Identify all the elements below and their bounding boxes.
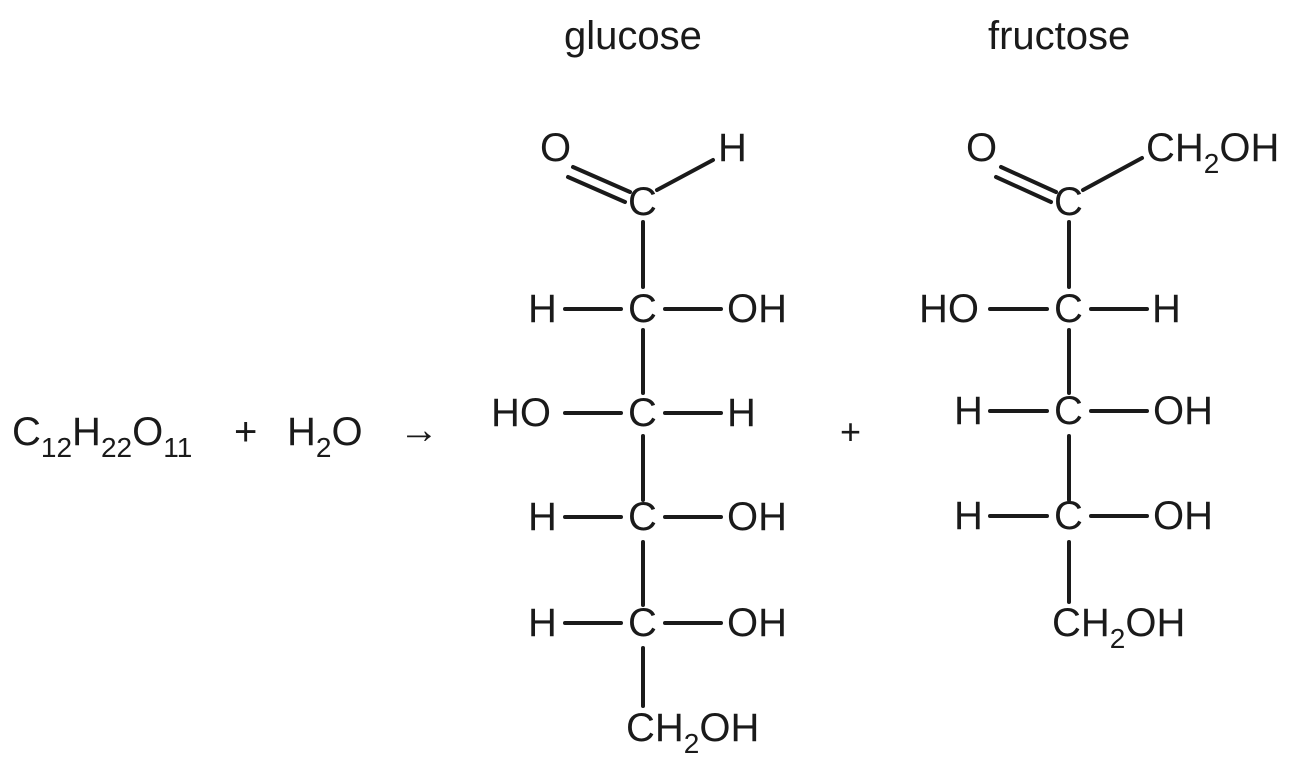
glucose-c1-carbon: C bbox=[628, 180, 657, 224]
fructose-c4-right: OH bbox=[1153, 389, 1213, 433]
fructose-c5-left: H bbox=[954, 494, 983, 538]
fructose-c5-right: OH bbox=[1153, 494, 1213, 538]
plus-sign-products: + bbox=[840, 411, 862, 452]
fructose-title: fructose bbox=[988, 14, 1131, 58]
glucose-c2-right: OH bbox=[727, 287, 787, 331]
fructose-co-double-bond-b bbox=[994, 175, 1053, 204]
glucose-c3-right: H bbox=[727, 391, 756, 435]
fructose-c4-carbon: C bbox=[1054, 389, 1083, 433]
glucose-c4-carbon: C bbox=[628, 495, 657, 539]
glucose-co-double-bond-a bbox=[571, 165, 632, 194]
fructose-c2-carbon: C bbox=[1054, 180, 1083, 224]
reaction-arrow: → bbox=[399, 408, 439, 452]
glucose-ch-bond bbox=[655, 158, 715, 192]
water-formula: H2O bbox=[287, 410, 363, 463]
fructose-c-ch2oh-bond bbox=[1081, 156, 1144, 192]
glucose-c2-carbon: C bbox=[628, 287, 657, 331]
glucose-c3-carbon: C bbox=[628, 391, 657, 435]
fructose-c1-ch2oh: CH2OH bbox=[1146, 126, 1280, 179]
glucose-c3-left: HO bbox=[491, 391, 551, 435]
glucose-carbonyl-oxygen: O bbox=[540, 126, 572, 170]
fructose-c4-left: H bbox=[954, 389, 983, 433]
glucose-c2-left: H bbox=[528, 287, 557, 331]
glucose-c5-left: H bbox=[528, 601, 557, 645]
glucose-c5-carbon: C bbox=[628, 601, 657, 645]
glucose-co-double-bond-b bbox=[566, 175, 627, 204]
fructose-c3-carbon: C bbox=[1054, 287, 1083, 331]
glucose-ch2oh: CH2OH bbox=[626, 706, 760, 759]
fructose-co-double-bond-a bbox=[999, 165, 1058, 194]
sucrose-formula: C12H22O11 bbox=[12, 410, 193, 463]
fructose-carbonyl-oxygen: O bbox=[966, 126, 998, 170]
fructose-c3-left: HO bbox=[919, 287, 979, 331]
glucose-c4-left: H bbox=[528, 495, 557, 539]
glucose-c5-right: OH bbox=[727, 601, 787, 645]
glucose-c4-right: OH bbox=[727, 495, 787, 539]
fructose-c5-carbon: C bbox=[1054, 494, 1083, 538]
plus-sign: + bbox=[234, 410, 258, 454]
glucose-aldehyde-hydrogen: H bbox=[718, 126, 747, 170]
fructose-ch2oh: CH2OH bbox=[1052, 601, 1186, 654]
glucose-title: glucose bbox=[564, 14, 702, 58]
fructose-c3-right: H bbox=[1152, 287, 1181, 331]
